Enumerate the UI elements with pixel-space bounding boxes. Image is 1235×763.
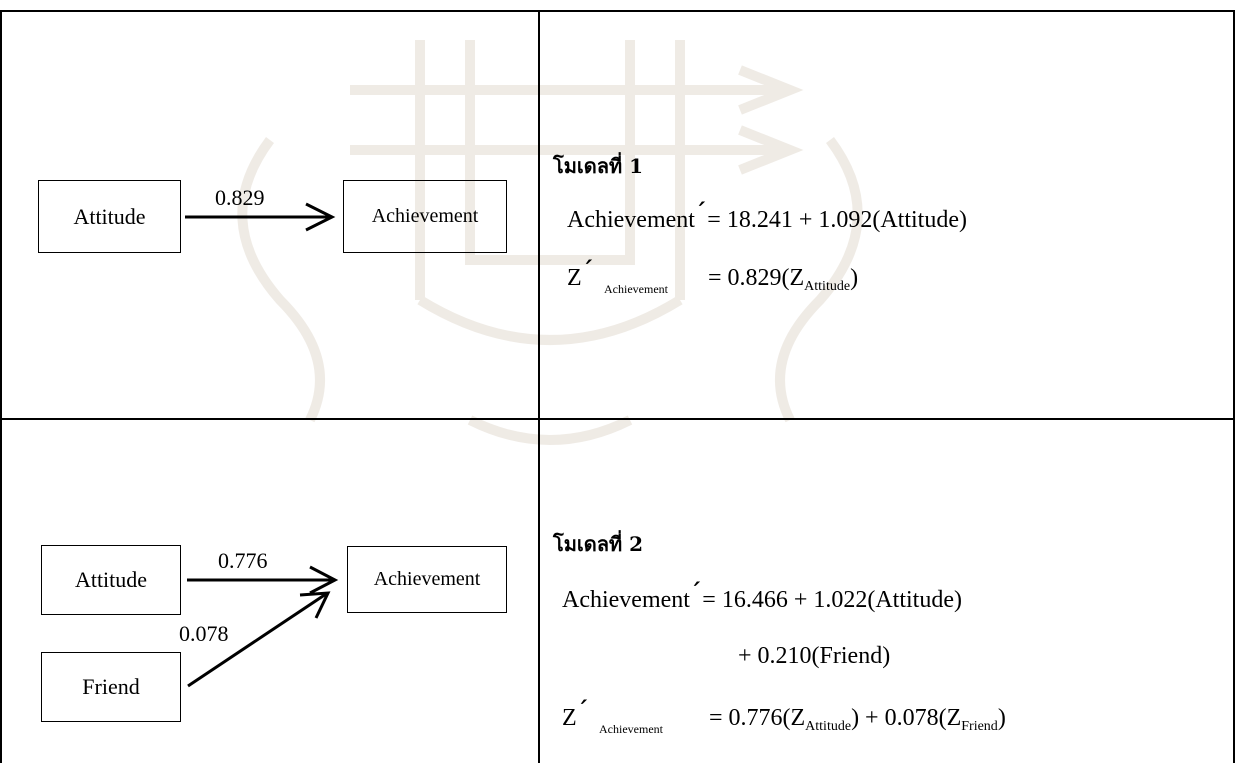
achievement-label-2: Achievement [373,568,481,590]
model-2-standardized-equation: Z′ Achievement = 0.776(ZAttitude) + 0.07… [562,695,1006,736]
achievement-box: Achievement [343,180,507,253]
attitude-box-2: Attitude [41,545,181,615]
model-1-title: โมเดลที่ 1 [553,154,644,178]
path-coefficient: 0.829 [215,185,265,210]
model-2-equation-continued: + 0.210(Friend) [738,643,891,669]
attitude-box: Attitude [38,180,181,253]
model-2-title: โมเดลที่ 2 [553,532,644,556]
table-column-divider [538,10,540,763]
attitude-label: Attitude [73,203,146,229]
table-border-right [1233,10,1235,763]
model-1-standardized-equation: Z′ Achievement = 0.829(ZAttitude) [567,255,859,296]
model-2-equation: Achievement′ = 16.466 + 1.022(Attitude) [562,577,962,613]
achievement-box-2: Achievement [347,546,507,613]
friend-box: Friend [41,652,181,722]
achievement-label: Achievement [371,205,479,227]
friend-label: Friend [82,674,140,699]
path-coefficient-friend: 0.078 [179,621,229,646]
table-border-left [0,10,2,763]
watermark-seal [237,40,863,445]
model-1-equation: Achievement′ = 18.241 + 1.092(Attitude) [567,197,967,233]
path-coefficient-attitude: 0.776 [218,548,268,573]
table-border-top [0,10,1235,12]
table-row-divider [0,418,1235,420]
attitude-label-2: Attitude [74,567,148,592]
